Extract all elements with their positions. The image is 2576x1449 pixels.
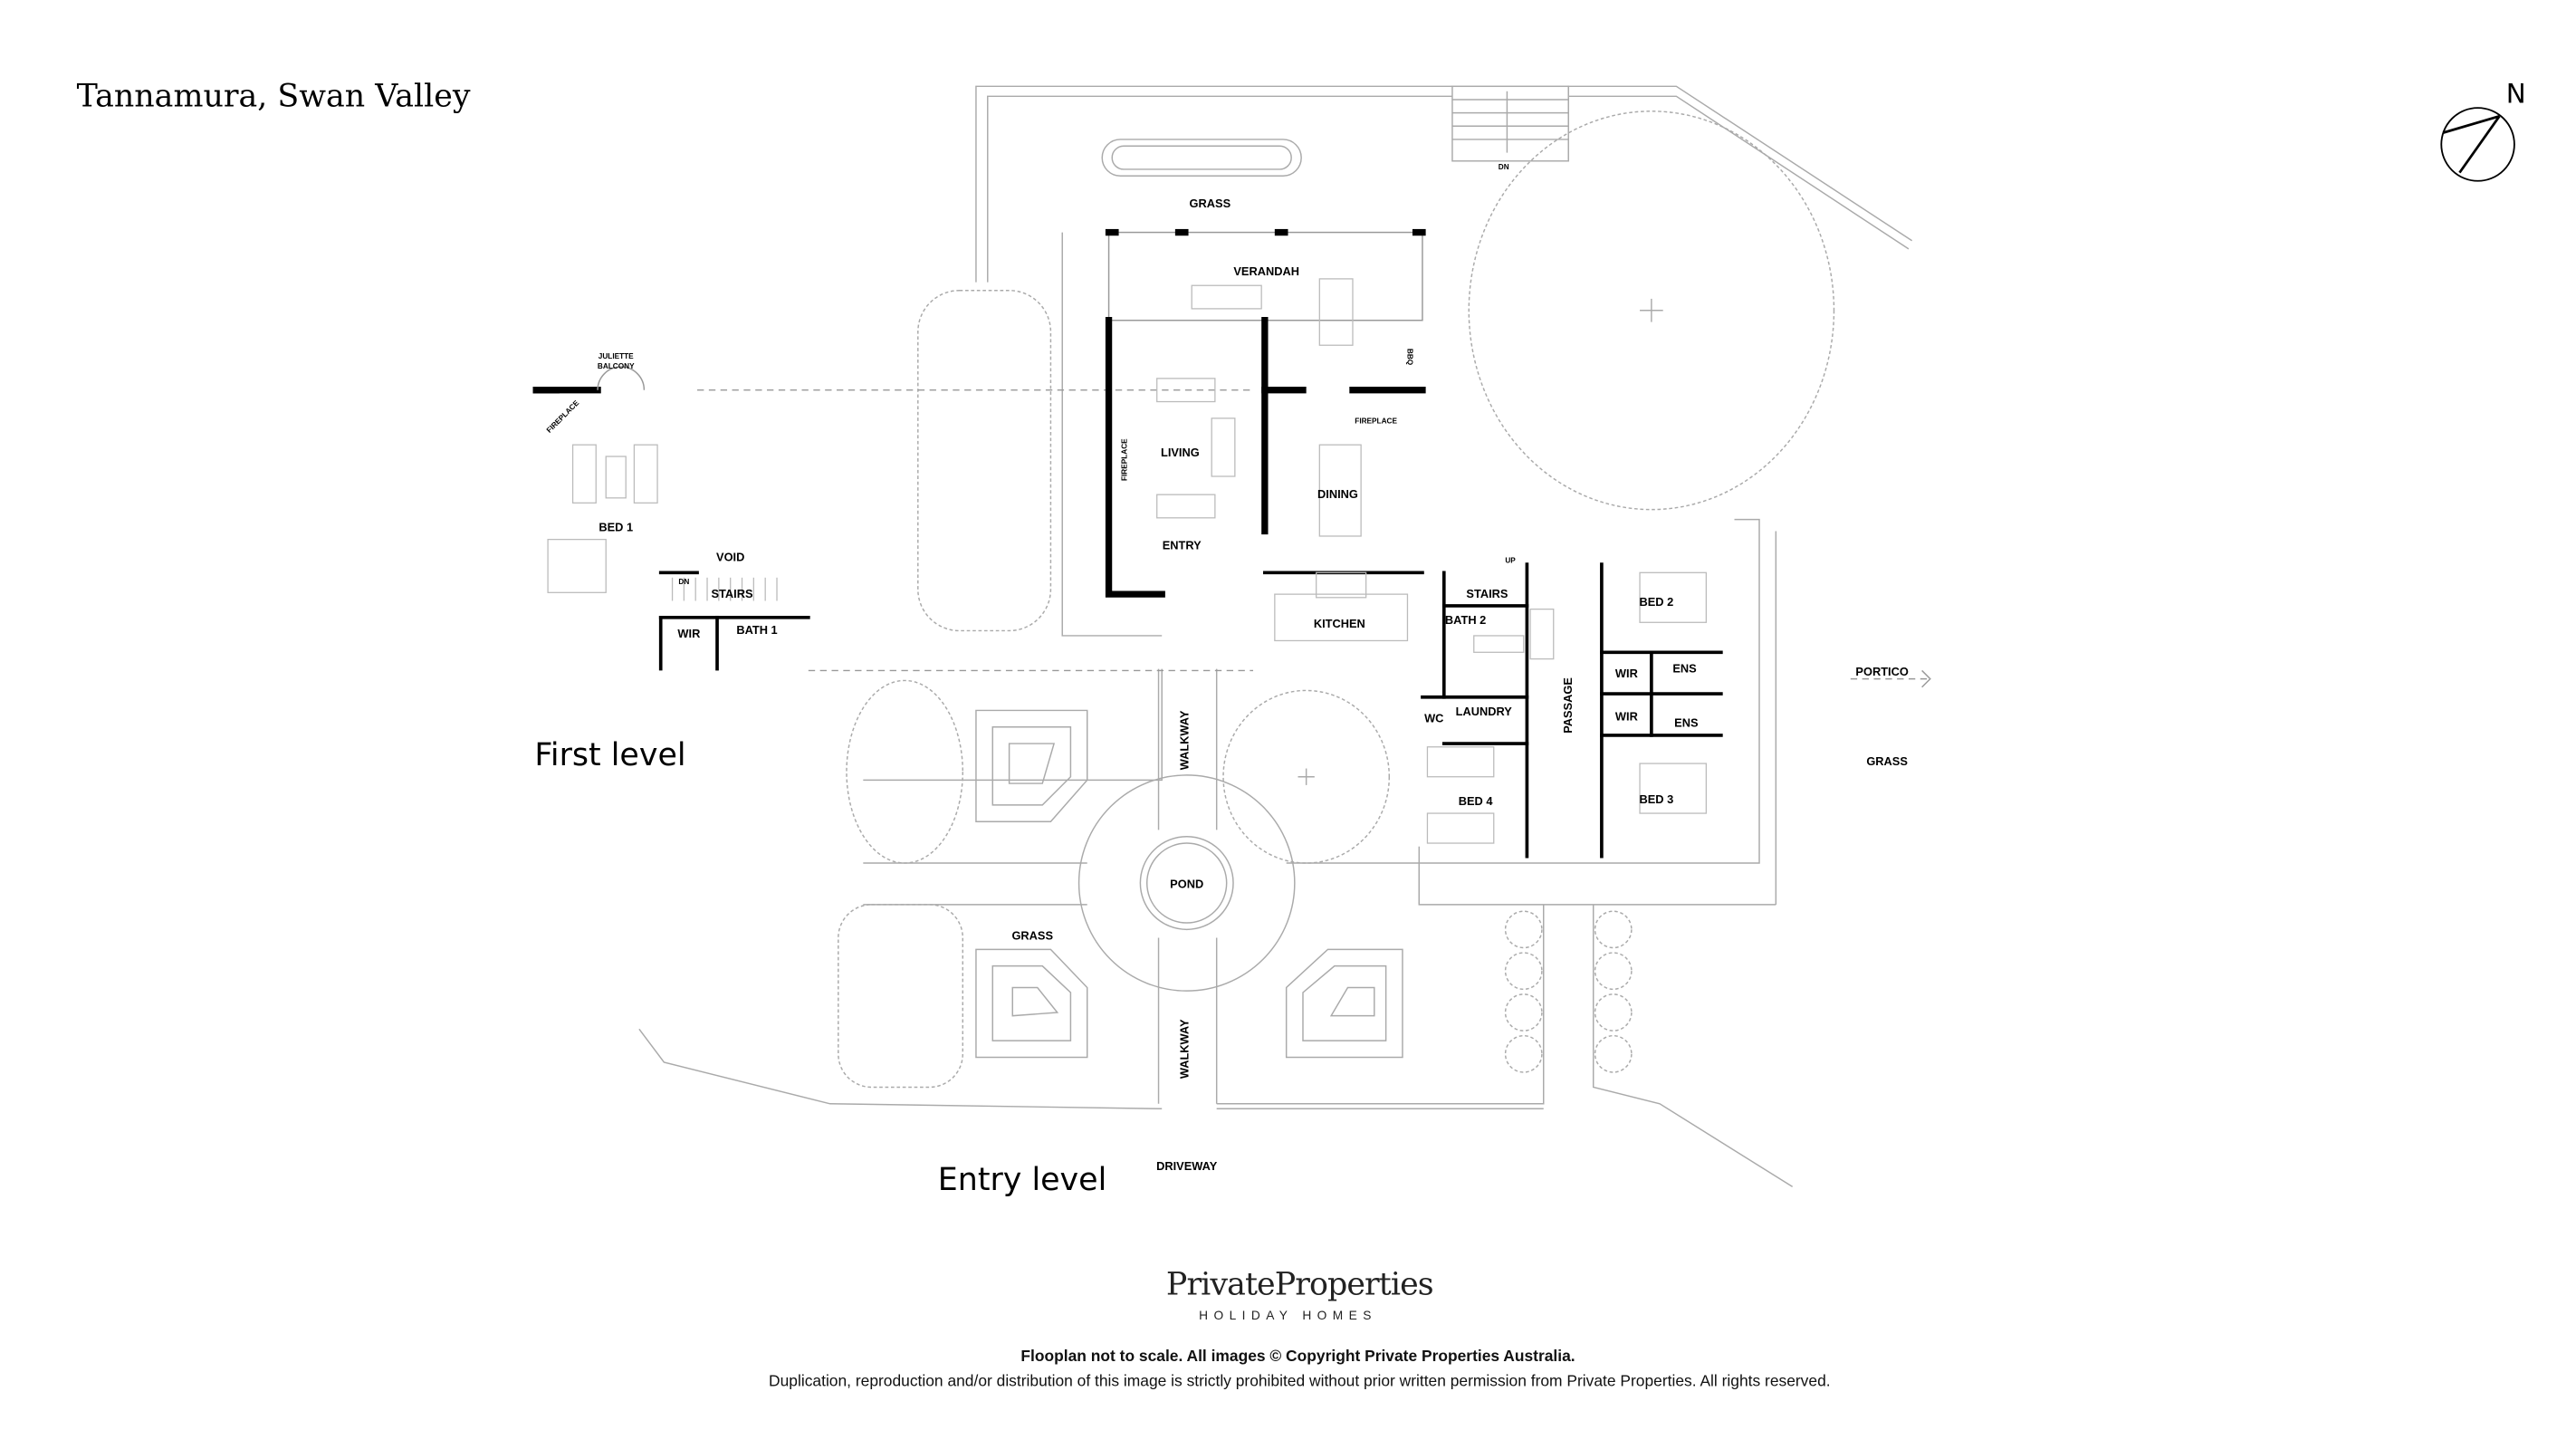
label-grass-bottom: GRASS — [1011, 928, 1053, 942]
room-bed-1: BED 1 — [599, 520, 633, 533]
room-void: VOID — [716, 550, 744, 563]
footer-copyright: Duplication, reproduction and/or distrib… — [769, 1371, 1831, 1389]
label-grass-right: GRASS — [1866, 754, 1908, 768]
entry-level-plan: GRASS DN VERANDAH BBQ LIVING FIREPLACE F… — [1011, 163, 1931, 1173]
label-fireplace-living: FIREPLACE — [1121, 438, 1129, 481]
room-bath-2: BATH 2 — [1445, 613, 1486, 627]
label-walkway-bottom: WALKWAY — [1178, 1019, 1192, 1079]
room-kitchen: KITCHEN — [1314, 617, 1365, 630]
brand-logo: PrivateProperties HOLIDAY HOMES — [1166, 1267, 1434, 1322]
room-bath-1: BATH 1 — [736, 623, 777, 637]
brand-tagline: HOLIDAY HOMES — [1199, 1309, 1377, 1322]
room-wir-a: WIR — [1615, 667, 1638, 680]
room-wir-first: WIR — [677, 627, 700, 640]
room-passage: PASSAGE — [1561, 677, 1575, 734]
room-stairs-entry: STAIRS — [1466, 587, 1508, 600]
footer-note: Flooplan not to scale. All images © Copy… — [1020, 1347, 1575, 1365]
label-fireplace-bed1: FIREPLACE — [545, 398, 581, 435]
north-label: N — [2506, 79, 2526, 110]
room-laundry: LAUNDRY — [1456, 705, 1513, 718]
north-arrow-icon: N — [2440, 79, 2526, 182]
site-outline — [638, 85, 1913, 1188]
room-bed-3: BED 3 — [1639, 792, 1673, 806]
label-driveway: DRIVEWAY — [1156, 1159, 1218, 1173]
room-bed-4: BED 4 — [1459, 794, 1494, 808]
entry-level-heading: Entry level — [938, 1162, 1106, 1198]
page-title: Tannamura, Swan Valley — [77, 78, 471, 114]
room-verandah: VERANDAH — [1233, 264, 1299, 278]
label-up: UP — [1505, 556, 1516, 564]
room-wc: WC — [1424, 711, 1443, 724]
label-portico: PORTICO — [1855, 665, 1908, 678]
label-pond: POND — [1170, 878, 1203, 891]
room-wir-b: WIR — [1615, 709, 1638, 723]
label-dn-first: DN — [678, 578, 689, 586]
label-grass-top: GRASS — [1190, 197, 1231, 210]
label-dn-top: DN — [1499, 163, 1509, 171]
room-ens-a: ENS — [1672, 661, 1697, 675]
room-stairs-first: STAIRS — [712, 587, 753, 600]
label-fireplace-dining: FIREPLACE — [1355, 417, 1397, 425]
label-juliette: JULIETTE — [599, 352, 634, 360]
first-level-heading: First level — [534, 737, 685, 773]
first-level-plan: JULIETTE BALCONY FIREPLACE BED 1 VOID ST… — [532, 352, 810, 671]
room-entry: ENTRY — [1163, 539, 1202, 552]
label-balcony: BALCONY — [598, 362, 635, 370]
room-living: LIVING — [1161, 446, 1200, 459]
label-walkway-top: WALKWAY — [1178, 710, 1192, 770]
room-dining: DINING — [1317, 487, 1358, 501]
label-bbq: BBQ — [1405, 349, 1413, 366]
room-ens-b: ENS — [1674, 716, 1699, 730]
room-bed-2: BED 2 — [1639, 595, 1673, 609]
brand-name: PrivateProperties — [1166, 1267, 1433, 1303]
